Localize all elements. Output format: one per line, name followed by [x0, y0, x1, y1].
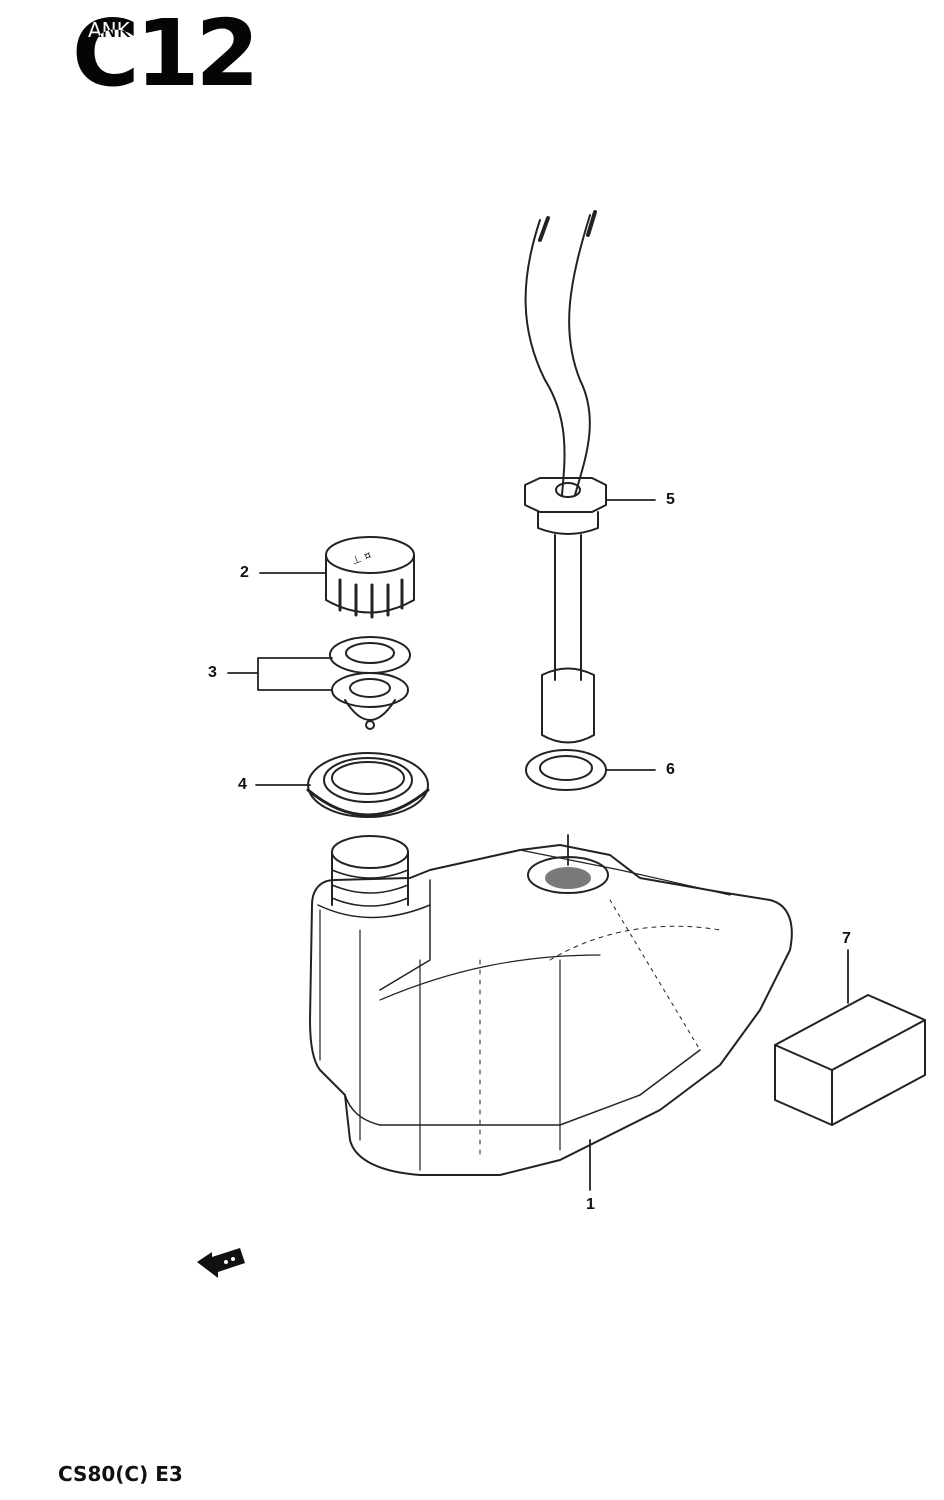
- fuel-level-sender: [524, 210, 607, 744]
- filler-neck-seal: [306, 752, 430, 818]
- callout-4: 4: [238, 776, 247, 793]
- callout-7: 7: [842, 930, 851, 947]
- page-tag: ANK: [88, 18, 130, 42]
- sender-o-ring: [525, 749, 607, 791]
- footer-model-code: CS80(C) E3: [58, 1462, 183, 1486]
- fuel-tank-cap: ⊥ ¤: [325, 536, 415, 619]
- leader-lines: [227, 499, 849, 1191]
- svg-text:⊥ ¤: ⊥ ¤: [350, 548, 373, 567]
- callout-3: 3: [208, 664, 217, 681]
- callout-2: 2: [240, 564, 249, 581]
- callout-5: 5: [666, 491, 675, 508]
- callout-6: 6: [666, 761, 675, 778]
- cap-gasket-set: [329, 636, 411, 730]
- page-code: C12: [72, 0, 260, 107]
- front-direction-arrow-icon: [197, 1248, 245, 1278]
- fuel-tank: [309, 835, 793, 1176]
- caution-label: [774, 994, 926, 1126]
- callout-1: 1: [586, 1196, 595, 1213]
